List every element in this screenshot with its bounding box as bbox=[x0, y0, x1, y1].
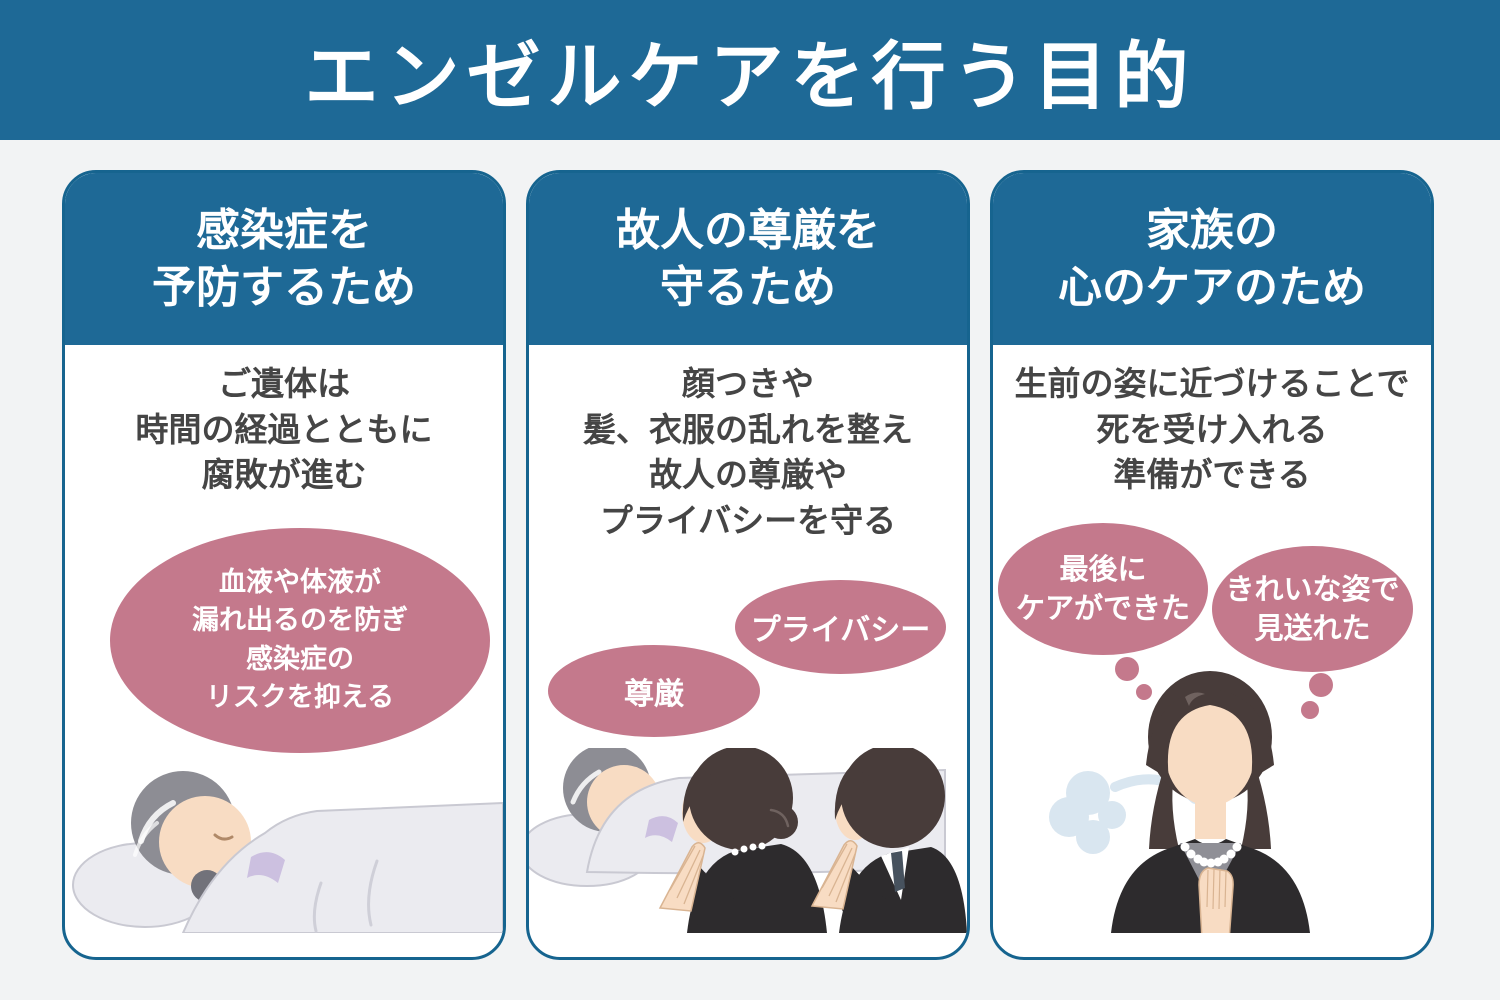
praying-hands bbox=[810, 840, 858, 910]
privacy-label: プライバシー bbox=[750, 613, 931, 648]
blanket-shape bbox=[181, 801, 503, 933]
pearl-necklace bbox=[1180, 842, 1242, 868]
collar-shape bbox=[645, 816, 678, 842]
woman-mourner bbox=[658, 748, 827, 933]
thought-dot bbox=[1115, 657, 1139, 681]
card-3-title: 家族の 心のケアのため bbox=[1058, 204, 1366, 313]
man-mourner bbox=[810, 748, 967, 933]
card-1-title: 感染症を 予防するため bbox=[152, 204, 416, 313]
grieving-woman bbox=[1111, 671, 1310, 933]
card-2-description: 顔つきや 髪、衣服の乱れを整え 故人の尊厳や プライバシーを守る bbox=[583, 364, 913, 540]
closed-eye bbox=[213, 833, 234, 841]
sigh-puff bbox=[1049, 771, 1200, 854]
card-1-header: 感染症を 予防するため bbox=[65, 173, 503, 345]
thought-dot bbox=[1136, 684, 1152, 700]
card-infection-prevention: 感染症を 予防するため ご遺体は 時間の経過とともに 腐敗が進む 血液や体液が … bbox=[62, 170, 506, 960]
thought-dot bbox=[1309, 673, 1333, 697]
infection-risk-ellipse: 血液や体液が 漏れ出るのを防ぎ 感染症の リスクを抑える bbox=[110, 528, 490, 753]
privacy-ellipse: プライバシー bbox=[735, 580, 946, 674]
card-1-description: ご遺体は 時間の経過とともに 腐敗が進む bbox=[135, 364, 433, 495]
thought-dot bbox=[1301, 701, 1319, 719]
thought-bubble-farewell: きれいな姿で 見送れた bbox=[1212, 546, 1413, 672]
card-deceased-dignity: 故人の尊厳を 守るため 顔つきや 髪、衣服の乱れを整え 故人の尊厳や プライバシ… bbox=[526, 170, 970, 960]
card-2-header: 故人の尊厳を 守るため bbox=[529, 173, 967, 345]
praying-hands bbox=[658, 842, 706, 912]
mourners-praying-illustration bbox=[529, 748, 967, 933]
card-family-mental-care: 家族の 心のケアのため 生前の姿に近づけることで 死を受け入れる 準備ができる … bbox=[990, 170, 1434, 960]
infection-risk-text: 血液や体液が 漏れ出るのを防ぎ 感染症の リスクを抑える bbox=[192, 566, 408, 713]
card-3-description: 生前の姿に近づけることで 死を受け入れる 準備ができる bbox=[1014, 364, 1410, 495]
dignity-ellipse: 尊厳 bbox=[548, 645, 760, 737]
card-3-header: 家族の 心のケアのため bbox=[993, 173, 1431, 345]
elderly-deceased-in-bed-illustration bbox=[72, 771, 503, 933]
dignity-label: 尊厳 bbox=[624, 677, 684, 712]
grieving-woman-illustration bbox=[1049, 671, 1310, 933]
card-2-title: 故人の尊厳を 守るため bbox=[616, 204, 880, 313]
hand-on-chest bbox=[1198, 867, 1234, 933]
thought-farewell-text: きれいな姿で 見送れた bbox=[1225, 571, 1400, 645]
thought-care-text: 最後に ケアができた bbox=[1015, 551, 1190, 625]
collar-shape bbox=[247, 852, 285, 883]
page-title: エンゼルケアを行う目的 bbox=[304, 33, 1196, 120]
page-title-banner: エンゼルケアを行う目的 bbox=[0, 0, 1500, 140]
thought-bubble-care: 最後に ケアができた bbox=[998, 523, 1208, 655]
